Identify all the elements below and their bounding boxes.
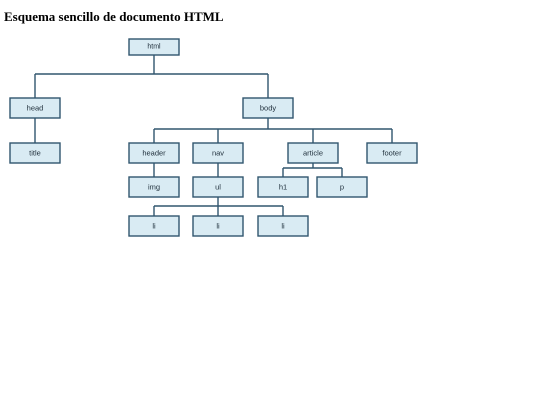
node-body: body (242, 97, 294, 119)
node-li-2-label: li (216, 222, 220, 231)
node-li-3: li (257, 215, 309, 237)
node-li-1-label: li (152, 222, 156, 231)
connector-html-children (34, 55, 269, 98)
node-li-1: li (128, 215, 180, 237)
connector-ul-children (153, 197, 284, 216)
node-head-label: head (27, 104, 44, 113)
node-article: article (287, 142, 339, 164)
node-header-label: header (142, 149, 166, 158)
node-head: head (9, 97, 61, 119)
node-nav: nav (192, 142, 244, 164)
node-ul: ul (192, 176, 244, 198)
node-h1: h1 (257, 176, 309, 198)
node-p-label: p (340, 183, 344, 192)
node-p: p (316, 176, 368, 198)
node-li-2: li (192, 215, 244, 237)
node-h1-label: h1 (279, 183, 287, 192)
connector-article-children (282, 163, 343, 177)
node-img: img (128, 176, 180, 198)
node-body-label: body (260, 104, 277, 113)
connector-body-children (153, 118, 393, 143)
node-title-label: title (29, 149, 41, 158)
node-ul-label: ul (215, 183, 221, 192)
node-html: html (128, 38, 180, 56)
node-html-label: html (147, 44, 161, 51)
page-title: Esquema sencillo de documento HTML (4, 9, 224, 24)
node-li-3-label: li (281, 222, 285, 231)
node-header: header (128, 142, 180, 164)
node-img-label: img (148, 183, 160, 192)
node-article-label: article (303, 149, 323, 158)
node-nav-label: nav (212, 149, 224, 158)
node-footer-label: footer (382, 149, 402, 158)
tree-connectors (34, 55, 393, 216)
node-footer: footer (366, 142, 418, 164)
node-title: title (9, 142, 61, 164)
